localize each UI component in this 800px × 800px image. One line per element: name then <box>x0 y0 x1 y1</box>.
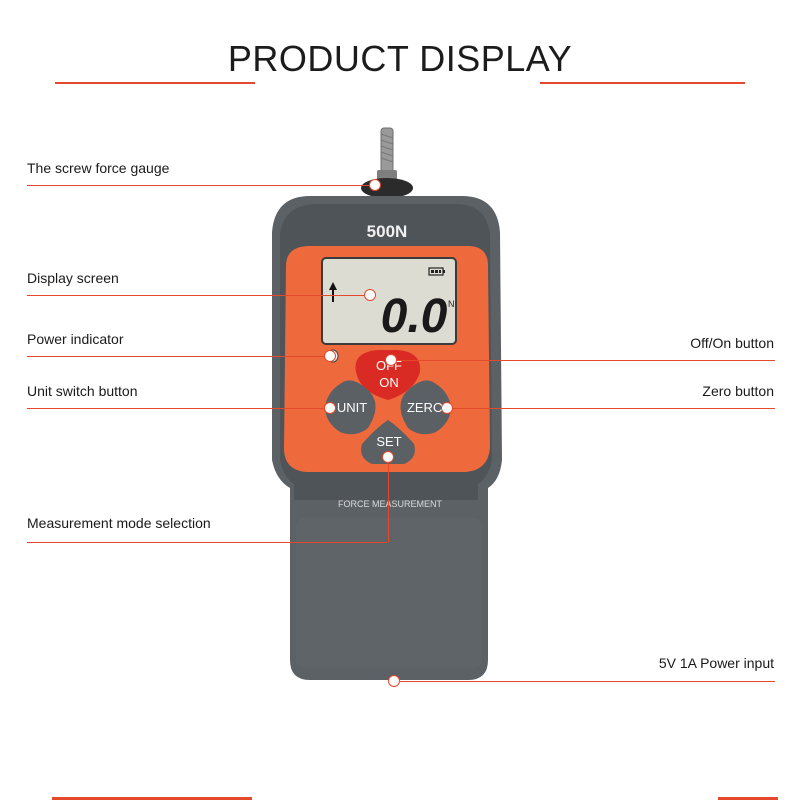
lcd-reading: 0.0 <box>381 290 448 343</box>
page-title: PRODUCT DISPLAY <box>227 38 573 79</box>
zero-button-label: ZERO <box>407 400 443 415</box>
callout-dot-zero <box>441 402 453 414</box>
label-zero-button: Zero button <box>702 383 774 399</box>
label-measurement-mode: Measurement mode selection <box>27 515 211 531</box>
callout-dot-power-input <box>388 675 400 687</box>
arrow-up-icon <box>329 282 337 302</box>
set-button-label: SET <box>376 434 401 449</box>
label-power-indicator: Power indicator <box>27 331 124 347</box>
unit-button-shape <box>325 380 376 435</box>
callout-line-off-on <box>395 360 775 361</box>
zero-button-shape <box>400 380 451 435</box>
callout-line-zero <box>452 408 775 409</box>
lcd-screen <box>321 257 457 345</box>
label-power-input: 5V 1A Power input <box>658 655 774 671</box>
unit-button-label: UNIT <box>337 400 367 415</box>
callout-dot-power-indicator <box>324 350 336 362</box>
callout-dot-mode <box>382 451 394 463</box>
title-underline-left <box>55 82 255 84</box>
callout-line-power-input <box>400 681 775 682</box>
bottom-mark-left <box>52 797 252 800</box>
callout-dot-unit-switch <box>324 402 336 414</box>
callout-line-display <box>27 295 365 296</box>
bottom-mark-right <box>718 797 778 800</box>
callout-line-screw <box>27 185 375 186</box>
power-button-shape <box>355 350 421 400</box>
callout-dot-off-on <box>385 354 397 366</box>
set-button-shape <box>361 420 415 464</box>
callout-line-power-indicator <box>27 356 327 357</box>
lcd-unit: N <box>448 299 455 309</box>
label-display-screen: Display screen <box>27 270 119 286</box>
label-screw-force-gauge: The screw force gauge <box>27 160 170 176</box>
callout-line-mode <box>27 542 387 543</box>
label-unit-switch-button: Unit switch button <box>27 383 138 399</box>
power-button-label-bottom: ON <box>379 375 399 390</box>
model-label: 500N <box>367 222 408 241</box>
callout-line-mode-down <box>388 457 389 542</box>
brand-strip-label: FORCE MEASUREMENT <box>338 499 443 509</box>
callout-line-unit-switch <box>27 408 327 409</box>
callout-dot-screw <box>369 179 381 191</box>
callout-dot-display <box>364 289 376 301</box>
title-underline-right <box>540 82 745 84</box>
label-off-on-button: Off/On button <box>690 335 774 351</box>
